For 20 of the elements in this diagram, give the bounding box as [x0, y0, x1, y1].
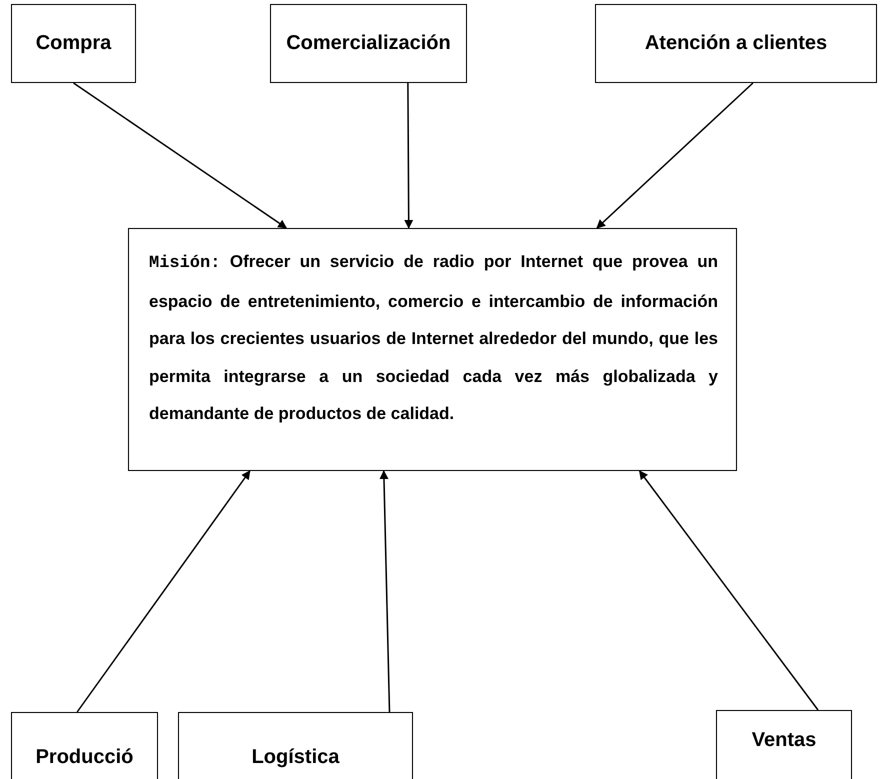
area-box	[595, 4, 877, 83]
mission-statement: Misión: Ofrecer un servicio de radio por Internet que provea un espacio de entretenimiento, comercio e intercambio de información para los crecientes usuarios de Internet alrededor del mundo, que les permita integrarse a un sociedad cada vez más globalizada y demandante de productos de calidad.	[149, 251, 718, 425]
area-label: Ventas	[752, 729, 816, 752]
area-label: Producció	[36, 746, 134, 768]
area-label: Compra	[36, 32, 112, 55]
area-box	[270, 4, 467, 83]
area-box	[716, 710, 852, 779]
area-label: Atención a clientes	[644, 32, 828, 55]
arrow	[638, 470, 819, 710]
mission-box	[128, 228, 737, 471]
area-box	[11, 712, 158, 779]
area-box	[11, 4, 136, 83]
arrow	[76, 470, 250, 712]
area-label: Comercialización	[286, 32, 451, 55]
arrow	[404, 83, 414, 229]
area-label: Logística	[252, 746, 340, 768]
arrow	[73, 82, 288, 229]
arrow	[379, 470, 390, 712]
arrow	[596, 82, 754, 229]
area-box	[178, 712, 413, 779]
